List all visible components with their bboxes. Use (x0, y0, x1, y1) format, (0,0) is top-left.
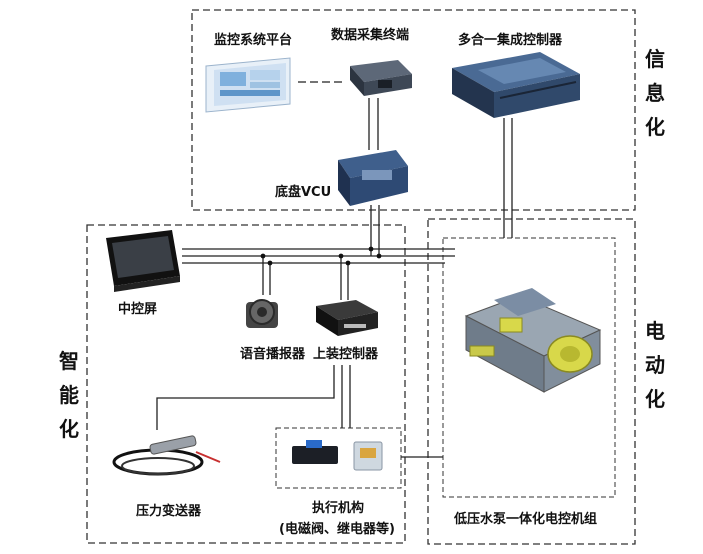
voice-broadcaster-label: 语音播报器 (240, 347, 306, 362)
monitor-platform-label: 监控系统平台 (214, 33, 293, 48)
upper-controller-image (316, 300, 378, 336)
data-terminal-image (350, 60, 412, 96)
actuator-image (292, 440, 383, 471)
integrated-controller-label: 多合一集成控制器 (458, 33, 563, 48)
voice-broadcaster-image (246, 299, 278, 328)
connection-lines (156, 81, 513, 458)
vcu-image (338, 150, 408, 206)
info-region-box (191, 9, 636, 211)
monitor-platform-image (205, 57, 291, 113)
smart-region-label: 智能化 (59, 349, 79, 441)
center-screen-label: 中控屏 (118, 302, 158, 317)
actuator-note-label: (电磁阀、继电器等) (279, 522, 395, 537)
pump-inner-box (442, 237, 616, 498)
electric-region-box (427, 218, 636, 545)
vcu-label: 底盘VCU (275, 185, 332, 200)
actuator-label: 执行机构 (312, 501, 365, 516)
pump-unit-label: 低压水泵一体化电控机组 (454, 512, 598, 527)
integrated-controller-image (452, 52, 580, 118)
bus-junctions (260, 246, 382, 266)
center-screen-image (106, 230, 180, 292)
pressure-transmitter-image (112, 435, 221, 476)
smart-region-box (86, 224, 406, 544)
actuator-inner-box (275, 427, 402, 489)
data-terminal-label: 数据采集终端 (331, 28, 410, 43)
pump-unit-image (464, 288, 602, 393)
pressure-transmitter-label: 压力变送器 (136, 504, 202, 519)
electric-region-label: 电动化 (645, 319, 665, 411)
info-region-label: 信息化 (645, 47, 665, 139)
upper-controller-label: 上装控制器 (313, 347, 379, 362)
